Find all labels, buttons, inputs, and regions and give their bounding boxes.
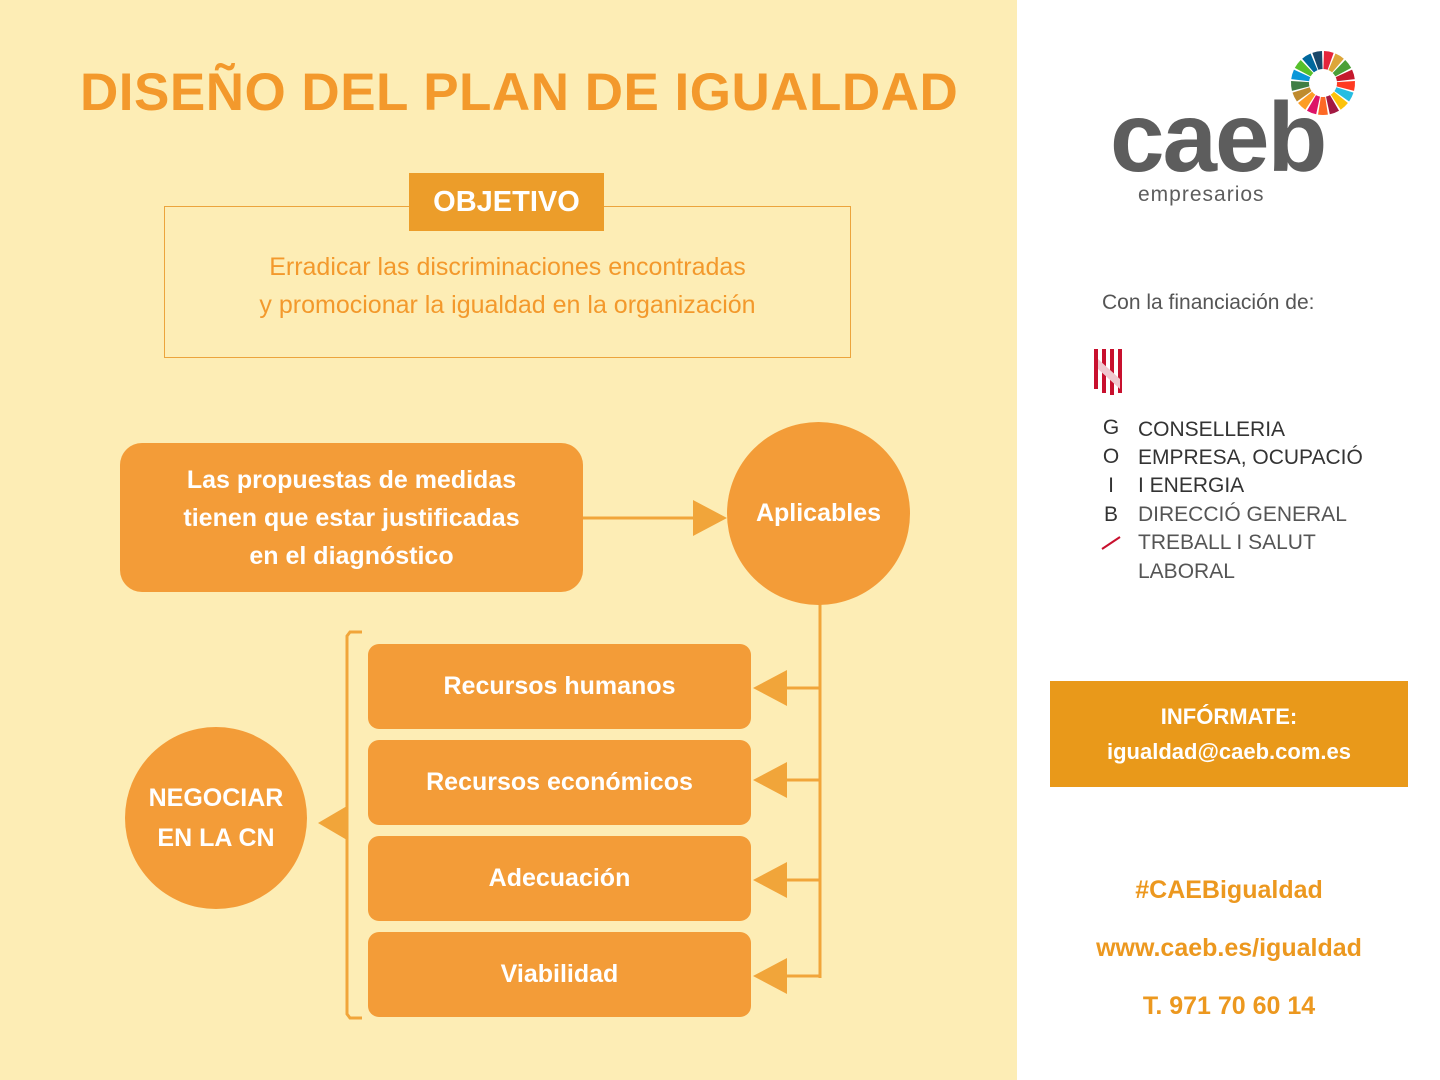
sdg-wheel-segment (1294, 60, 1314, 77)
caeb-logo-sub: empresarios (1138, 183, 1265, 206)
sdg-wheel-segment (1291, 69, 1311, 82)
phone-number: T. 971 70 60 14 (1142, 992, 1316, 1020)
goib-line-1: CONSELLERIA (1138, 418, 1286, 441)
page-title: DISEÑO DEL PLAN DE IGUALDAD (80, 63, 959, 122)
propuestas-line-2: tienen que estar justificadas (183, 503, 520, 532)
goib-letter-b: B (1103, 503, 1118, 526)
goib-line-4: DIRECCIÓ GENERAL (1138, 503, 1347, 526)
sdg-wheel-segment (1291, 81, 1310, 91)
sdg-wheel-segment (1318, 96, 1328, 115)
sdg-wheel-segment (1328, 53, 1344, 73)
sdg-wheel-segment (1302, 53, 1318, 73)
objective-line-2: y promocionar la igualdad en la organiza… (259, 291, 756, 319)
caeb-logo-word: caeb (1110, 82, 1327, 192)
item-viabilidad: Viabilidad (368, 932, 751, 1017)
bracket-arrow (318, 806, 347, 840)
sdg-wheel-segment (1336, 81, 1355, 91)
website-link[interactable]: www.caeb.es/igualdad (1096, 934, 1362, 962)
item-recursos-economicos: Recursos económicos (368, 740, 751, 825)
objective-text: Erradicar las discriminaciones encontrad… (164, 248, 851, 324)
propuestas-line-1: Las propuestas de medidas (186, 465, 517, 494)
sdg-wheel-segment (1323, 51, 1334, 70)
goib-line-5: TREBALL I SALUT (1138, 531, 1316, 554)
branch-arrow-3 (753, 862, 787, 898)
negociar-circle: NEGOCIAR EN LA CN (125, 727, 307, 909)
branch-arrow-2 (753, 762, 787, 798)
goib-letter-g: G (1102, 416, 1120, 439)
sdg-wheel-segment (1330, 91, 1348, 110)
bracket (345, 630, 362, 1020)
sdg-wheel-icon (1291, 51, 1355, 115)
objective-line-1: Erradicar las discriminaciones encontrad… (269, 253, 746, 281)
propuestas-line-3: en el diagnóstico (249, 541, 454, 570)
sdg-wheel-segment (1312, 51, 1323, 70)
goib-shield-icon (1093, 349, 1127, 397)
sdg-wheel-segment (1334, 87, 1354, 102)
goib-line-3: I ENERGIA (1138, 474, 1245, 497)
goib-slash-icon (1101, 536, 1121, 550)
branch-arrow-4 (753, 958, 787, 994)
sdg-wheel-segment (1332, 60, 1352, 77)
info-email[interactable]: igualdad@caeb.com.es (1107, 739, 1351, 764)
negociar-line-2: EN LA CN (157, 824, 275, 852)
connector-lines (318, 500, 822, 1020)
propuestas-box: Las propuestas de medidas tienen que est… (120, 443, 583, 592)
hashtag: #CAEBigualdad (1135, 876, 1323, 904)
goib-line-2: EMPRESA, OCUPACIÓ (1138, 446, 1363, 469)
sdg-wheel-segment (1292, 87, 1312, 102)
right-panel (1017, 0, 1440, 1080)
goib-letter-i: I (1108, 474, 1114, 497)
goib-line-6: LABORAL (1138, 560, 1235, 583)
branch-arrow-1 (753, 670, 787, 706)
sdg-wheel-segment (1325, 95, 1340, 115)
negociar-line-1: NEGOCIAR (148, 784, 284, 812)
sdg-wheel-segment (1298, 91, 1316, 110)
item-recursos-humanos: Recursos humanos (368, 644, 751, 729)
goib-letter-o: O (1102, 445, 1120, 468)
financiacion-text: Con la financiación de: (1102, 291, 1315, 314)
info-label: INFÓRMATE: (1160, 704, 1298, 729)
sdg-wheel-segment (1335, 69, 1355, 82)
aplicables-circle: Aplicables (727, 422, 910, 605)
arrow-to-aplicables-head (693, 500, 727, 536)
item-adecuacion: Adecuación (368, 836, 751, 921)
info-box: INFÓRMATE: igualdad@caeb.com.es (1050, 681, 1408, 787)
sdg-wheel-segment (1306, 95, 1321, 115)
objective-label: OBJETIVO (409, 173, 604, 231)
